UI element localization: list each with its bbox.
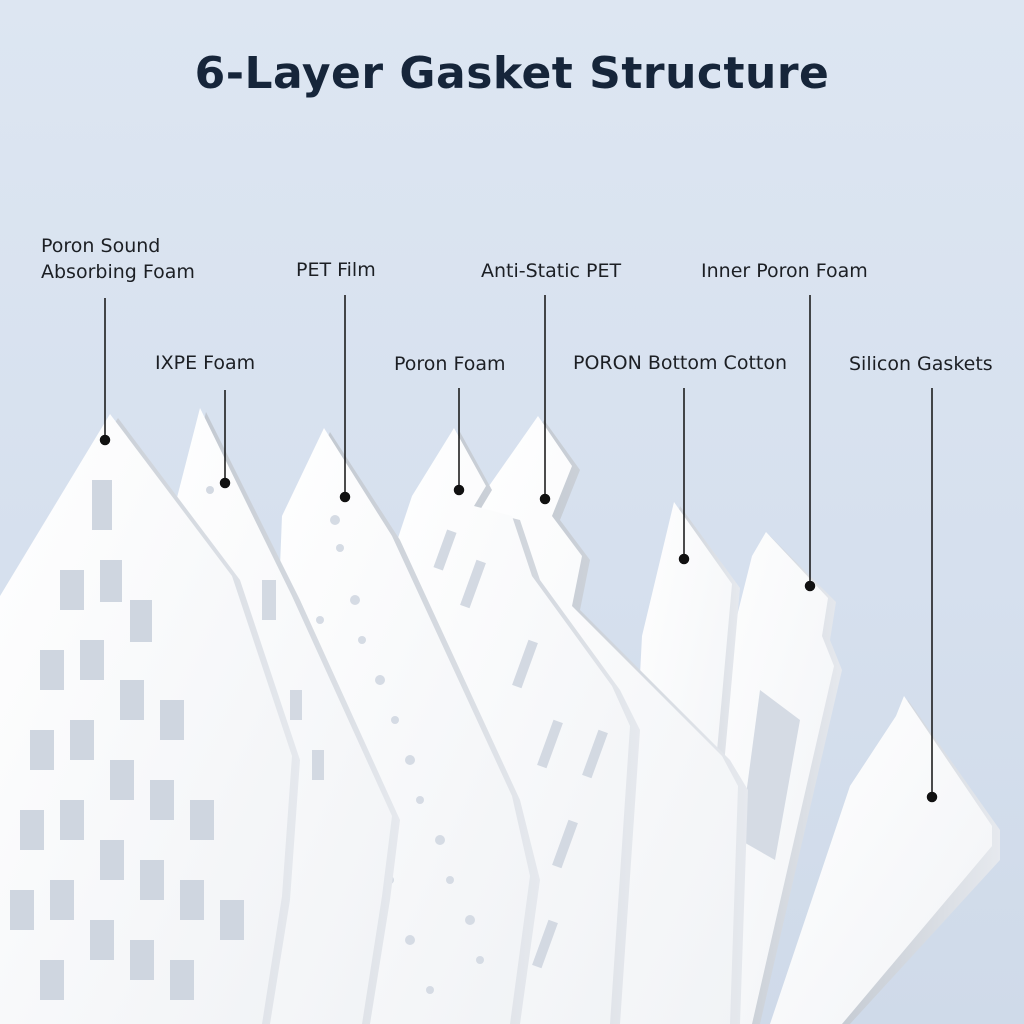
page-title: 6-Layer Gasket Structure — [194, 48, 830, 99]
leader-dot-poron-foam — [453, 484, 465, 496]
leader-dot-inner-poron — [804, 580, 816, 592]
leader-dot-ixpe — [219, 477, 231, 489]
label-silicon-gaskets: Silicon Gaskets — [849, 353, 993, 375]
label-poron-bottom-cotton: PORON Bottom Cotton — [573, 352, 788, 374]
layer-poron-sound-absorbing-foam — [0, 414, 300, 1024]
label-anti-static-pet: Anti-Static PET — [481, 260, 622, 282]
leader-dot-silicon — [926, 791, 938, 803]
label-inner-poron-foam: Inner Poron Foam — [701, 260, 868, 282]
label-line: Poron Sound — [41, 235, 161, 257]
label-pet-film: PET Film — [296, 259, 376, 281]
leader-dot-poron-sound — [99, 434, 111, 446]
leader-dot-poron-bottom — [678, 553, 690, 565]
label-poron-sound-absorbing-foam: Poron Sound Absorbing Foam — [41, 233, 195, 285]
label-ixpe-foam: IXPE Foam — [155, 352, 256, 374]
leader-dot-anti-static — [539, 493, 551, 505]
label-line: Absorbing Foam — [41, 261, 195, 283]
layer-silicon-gaskets — [770, 696, 1000, 1024]
leader-dot-pet-film — [339, 491, 351, 503]
label-poron-foam: Poron Foam — [394, 353, 506, 375]
